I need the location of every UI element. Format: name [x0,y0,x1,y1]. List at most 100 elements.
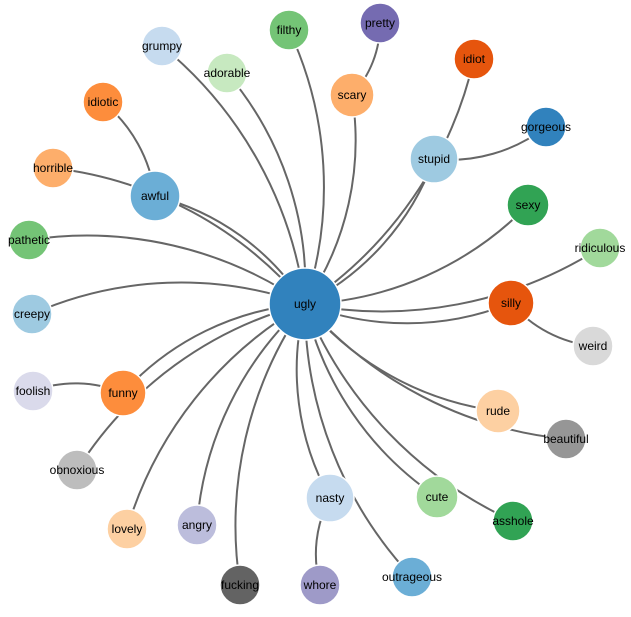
node-label-lovely: lovely [112,522,143,536]
node-scary[interactable]: scary [329,72,375,118]
node-label-idiot: idiot [463,52,486,66]
node-weird[interactable]: weird [572,325,614,367]
node-circle-foolish[interactable] [12,370,54,412]
nodes-layer: grumpy filthy pretty adorable scary idiot idio… [8,2,626,606]
node-label-silly: silly [501,296,521,310]
node-circle-nasty[interactable] [305,473,355,523]
node-label-awful: awful [141,189,169,203]
node-lovely[interactable]: lovely [106,508,148,550]
node-nasty[interactable]: nasty [305,473,355,523]
node-label-obnoxious: obnoxious [50,463,105,477]
node-circle-obnoxious[interactable] [56,449,98,491]
node-whore[interactable]: whore [299,564,341,606]
node-circle-asshole[interactable] [492,500,534,542]
node-circle-beautiful[interactable] [545,418,587,460]
node-fucking[interactable]: fucking [219,564,261,606]
node-circle-ugly[interactable] [268,267,342,341]
node-circle-funny[interactable] [99,369,147,417]
node-circle-weird[interactable] [572,325,614,367]
node-circle-gorgeous[interactable] [525,106,567,148]
node-cute[interactable]: cute [415,475,459,519]
node-circle-filthy[interactable] [268,9,310,51]
edge-fucking-ugly [234,303,306,586]
node-circle-ridiculous[interactable] [579,227,621,269]
node-label-nasty: nasty [316,491,345,505]
node-circle-stupid[interactable] [409,134,459,184]
node-ridiculous[interactable]: ridiculous [575,227,626,269]
node-label-foolish: foolish [16,384,51,398]
edge-filthy-ugly [288,29,325,305]
node-label-ugly: ugly [294,297,316,311]
node-label-funny: funny [108,386,137,400]
node-label-filthy: filthy [277,23,302,37]
node-circle-grumpy[interactable] [141,25,183,67]
edge-beautiful-ugly [304,303,567,440]
node-circle-pathetic[interactable] [8,219,50,261]
node-label-whore: whore [303,578,337,592]
node-rude[interactable]: rude [475,388,521,434]
node-label-weird: weird [578,339,608,353]
node-circle-awful[interactable] [129,170,181,222]
node-asshole[interactable]: asshole [492,500,534,542]
edge-obnoxious-ugly [76,303,306,471]
node-circle-outrageous[interactable] [391,556,433,598]
node-label-outrageous: outrageous [382,570,442,584]
edge-idiot-ugly [304,58,475,305]
node-sexy[interactable]: sexy [506,183,550,227]
node-label-beautiful: beautiful [543,432,588,446]
node-filthy[interactable]: filthy [268,9,310,51]
node-stupid[interactable]: stupid [409,134,459,184]
edge-grumpy-ugly [161,45,306,305]
node-funny[interactable]: funny [99,369,147,417]
edge-ridiculous-ugly [304,247,601,313]
node-outrageous[interactable]: outrageous [382,556,442,598]
node-label-cute: cute [426,490,449,504]
node-circle-angry[interactable] [176,504,218,546]
node-obnoxious[interactable]: obnoxious [50,449,105,491]
node-foolish[interactable]: foolish [12,370,54,412]
node-circle-cute[interactable] [415,475,459,519]
node-label-fucking: fucking [221,578,259,592]
node-label-idiotic: idiotic [88,95,119,109]
node-idiotic[interactable]: idiotic [82,81,124,123]
edge-pathetic-ugly [28,234,306,305]
node-circle-rude[interactable] [475,388,521,434]
node-label-grumpy: grumpy [142,39,182,53]
node-grumpy[interactable]: grumpy [141,25,183,67]
node-circle-lovely[interactable] [106,508,148,550]
node-circle-scary[interactable] [329,72,375,118]
node-adorable[interactable]: adorable [204,52,251,94]
node-horrible[interactable]: horrible [32,147,74,189]
node-creepy[interactable]: creepy [11,293,53,335]
node-label-pretty: pretty [365,16,395,30]
edge-horrible-ugly [52,167,306,305]
node-label-stupid: stupid [418,152,450,166]
node-label-creepy: creepy [14,307,50,321]
node-circle-whore[interactable] [299,564,341,606]
node-circle-sexy[interactable] [506,183,550,227]
node-label-scary: scary [338,88,367,102]
node-circle-horrible[interactable] [32,147,74,189]
node-awful[interactable]: awful [129,170,181,222]
node-pretty[interactable]: pretty [359,2,401,44]
node-circle-creepy[interactable] [11,293,53,335]
node-circle-idiotic[interactable] [82,81,124,123]
node-circle-idiot[interactable] [453,38,495,80]
node-circle-silly[interactable] [487,279,535,327]
node-label-pathetic: pathetic [8,233,50,247]
node-circle-pretty[interactable] [359,2,401,44]
node-beautiful[interactable]: beautiful [543,418,589,460]
node-label-adorable: adorable [204,66,251,80]
node-ugly[interactable]: ugly [268,267,342,341]
node-label-sexy: sexy [516,198,541,212]
node-angry[interactable]: angry [176,504,218,546]
node-idiot[interactable]: idiot [453,38,495,80]
node-circle-adorable[interactable] [206,52,248,94]
edge-asshole-ugly [304,303,514,522]
node-gorgeous[interactable]: gorgeous [521,106,571,148]
node-label-gorgeous: gorgeous [521,120,571,134]
node-label-horrible: horrible [33,161,73,175]
node-silly[interactable]: silly [487,279,535,327]
node-circle-fucking[interactable] [219,564,261,606]
node-pathetic[interactable]: pathetic [8,219,50,261]
